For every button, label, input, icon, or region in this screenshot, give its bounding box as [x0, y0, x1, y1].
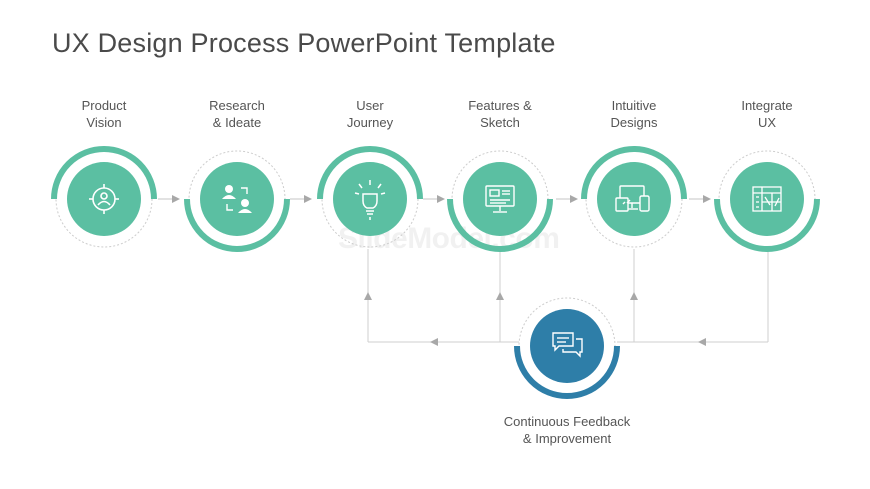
step-intuitive-designs	[581, 146, 687, 248]
people-exchange-icon	[222, 185, 252, 213]
step-disc	[463, 162, 537, 236]
up-arrow-journey	[364, 292, 372, 300]
arrow-4-5	[570, 195, 578, 203]
accent-arc	[184, 198, 290, 252]
step-features-sketch	[447, 150, 553, 252]
devices-icon	[615, 185, 650, 212]
left-arrow-1	[430, 338, 438, 346]
step-label-user-journey: User Journey	[346, 98, 394, 130]
accent-arc	[317, 146, 423, 200]
feedback-arrowheads	[364, 292, 706, 346]
step-label-integrate-ux: Integrate UX	[741, 98, 793, 130]
arrow-1-2	[172, 195, 180, 203]
step-research-ideate	[184, 150, 290, 252]
step-label-features-sketch: Features & Sketch	[468, 98, 532, 130]
lightbulb-icon	[354, 180, 386, 220]
chat-bubbles-icon	[552, 332, 583, 358]
step-disc	[333, 162, 407, 236]
accent-arc	[51, 146, 157, 200]
step-integrate-ux	[714, 150, 820, 252]
accent-arc	[514, 345, 620, 399]
page-title: UX Design Process PowerPoint Template	[52, 28, 556, 58]
step-label-intuitive-designs: Intuitive Designs	[610, 98, 658, 130]
step-arrowheads	[172, 195, 711, 203]
arrow-3-4	[437, 195, 445, 203]
target-person-icon	[89, 184, 119, 214]
step-label-product-vision: Product Vision	[81, 98, 127, 130]
accent-arc	[581, 146, 687, 200]
arrow-5-6	[703, 195, 711, 203]
step-disc	[597, 162, 671, 236]
step-product-vision	[51, 146, 157, 248]
monitor-layout-icon	[485, 185, 515, 213]
accent-arc	[447, 198, 553, 252]
up-arrow-designs	[630, 292, 638, 300]
step-user-journey	[317, 146, 423, 248]
feedback-node	[514, 297, 620, 399]
accent-arc	[714, 198, 820, 252]
blueprint-icon	[752, 186, 782, 212]
step-disc	[200, 162, 274, 236]
step-label-research-ideate: Research & Ideate	[209, 98, 265, 130]
arrow-2-3	[304, 195, 312, 203]
up-arrow-features	[496, 292, 504, 300]
feedback-label: Continuous Feedback & Improvement	[503, 414, 631, 446]
left-arrow-2	[698, 338, 706, 346]
